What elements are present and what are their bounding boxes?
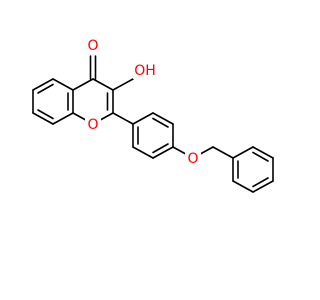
bond <box>52 78 74 91</box>
carbonyl-oxygen-label: O <box>87 38 98 54</box>
bond <box>232 180 254 193</box>
bond <box>52 112 74 125</box>
atom-labels: O OH O O <box>85 37 201 167</box>
bond <box>152 117 169 128</box>
ether-oxygen-label: O <box>187 151 198 167</box>
bond <box>252 180 274 193</box>
bond <box>252 177 269 188</box>
bond <box>32 112 54 125</box>
bond <box>37 83 54 94</box>
bond <box>112 112 134 125</box>
bond <box>212 146 234 159</box>
bond <box>252 146 274 159</box>
ring-oxygen-label: O <box>87 117 98 133</box>
bond <box>112 78 134 91</box>
bond <box>152 146 174 159</box>
bond <box>232 146 254 159</box>
bond <box>152 112 174 125</box>
bond <box>37 109 54 120</box>
hydroxyl-label: OH <box>134 63 156 79</box>
chemical-structure-diagram: O OH O O <box>32 37 274 193</box>
bond <box>132 112 154 125</box>
bond <box>152 143 169 154</box>
bond <box>92 78 114 91</box>
bond <box>252 151 269 162</box>
bond <box>32 78 54 91</box>
bond <box>132 146 154 159</box>
bond <box>72 78 94 91</box>
